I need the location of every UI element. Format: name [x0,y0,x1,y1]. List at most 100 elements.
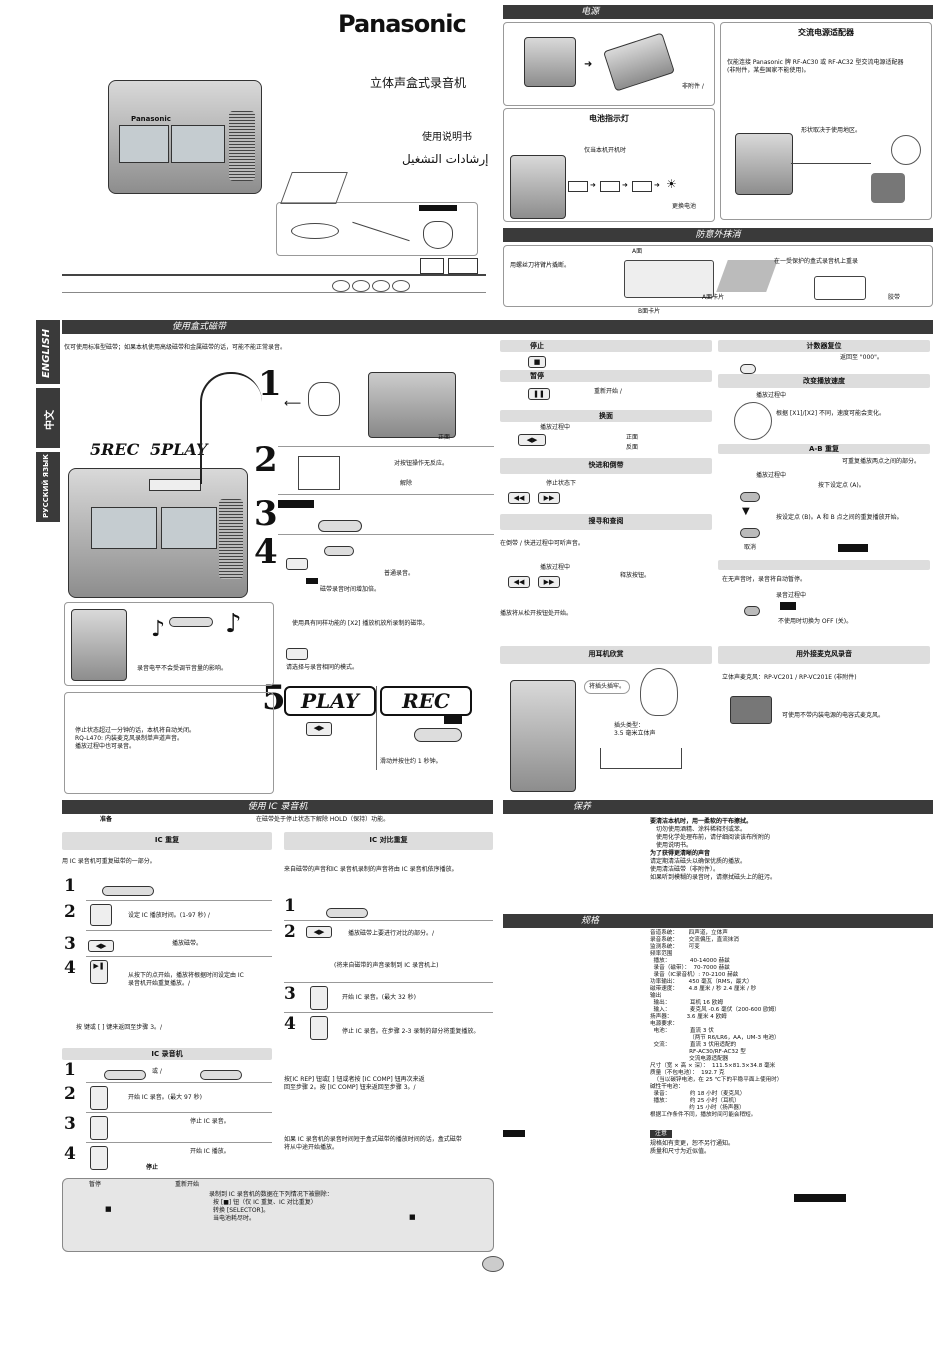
ac-adapter-box: 交流电源适配器 仅能连接 Panasonic 牌 RF-AC30 或 RF-AC… [720,22,932,220]
slide-hold: 滑动并按住约 1 秒钟。 [380,758,442,765]
front-label: 正面 [438,434,451,441]
ic-c-step-2: 2 [284,922,296,942]
lang-tab-chinese[interactable]: 中文 [36,388,60,448]
ab-cancel: 取消 [744,544,757,551]
ic-c2: 播放磁带上要进行对比的部分。/ [348,930,435,937]
cue-ff-button[interactable]: ▶▶ [538,576,560,588]
ic-repeat-button[interactable]: ▶❚ [90,960,108,984]
tape-notes-box: 停止状态超过一分钟的话，本机将自动关闭。 RQ-L470: 内装麦克风录制单声道… [64,692,274,794]
ic-c-note-2: 将从中途开始播放。 [284,1144,339,1151]
spec-line: 交流电源适配器 [650,1056,729,1062]
section-header-ic-use: 使用 IC 录音机 [62,800,493,814]
ic-or: 或 / [152,1068,162,1075]
ic-del-2: 按 [■] 钮（仅 IC 重复、IC 对比重复） [213,1199,317,1206]
spec-line: 输出 [650,993,662,999]
spec-line: 交流： 直流 3 伏用适配的 [650,1042,737,1048]
erase-protect-box: 用螺丝刀将臂片撬断。 A面 A面卡片 在一受保护的盒式录音机上重录 胶带 [503,245,933,307]
erase-right-text: 在一受保护的盒式录音机上重录 [774,258,859,265]
pause-button[interactable]: ❚❚ [528,388,550,400]
ic-r4a: 从按下的点开始，播放将根据时间设定由 IC [128,972,244,979]
stop-square-icon: ■ [105,1205,112,1213]
ic-time-button[interactable] [90,904,112,926]
ic-r-end: 按 键或 [ ] 键来返回至步骤 3。/ [76,1024,163,1031]
ic-rec-header: IC 录音机 [62,1048,272,1060]
care-8: 如果听到模糊的录音时，请擦拭磁头上的脏污。 [650,874,777,881]
start-play-text: 播放将从松开按钮处开始。 [500,610,573,617]
speed-during-play: 播放过程中 [756,392,787,399]
vas-button[interactable] [744,606,760,616]
spec-line: 尺寸（宽 × 高 × 深）： 111.5×81.3×34.8 毫米 [650,1063,776,1069]
ic-rec-selector[interactable] [104,1070,146,1080]
step-1: 1 [258,364,282,404]
ic-compare-rec[interactable] [310,986,328,1010]
ic-play-button[interactable]: ◀▶ [88,940,114,952]
ic-compare-header: IC 对比重复 [284,832,493,850]
section-header-erase-protect: 防意外抹消 [503,228,933,242]
ic-prep: 准备 [100,816,113,823]
ac-text-2: (非附件，某些国家不能使用)。 [727,67,810,74]
lang-circle [332,280,350,292]
ic-q4: 开始 IC 播放。 [190,1148,230,1155]
ab-button-2[interactable] [740,528,760,538]
ic-rec-start-button[interactable] [90,1086,108,1110]
vol-note: 录音电平不会受调节音量的影响。 [137,665,228,672]
spec-line: 输入： 麦克风 -0.6 毫伏（200-600 欧姆） [650,1007,780,1013]
ic-c-step-3: 3 [284,984,296,1004]
ic-q-step-2: 2 [64,1084,76,1104]
tape-speed-switch[interactable] [324,546,354,556]
play-button[interactable]: ◀▶ [306,722,332,736]
hold-text: 对按钮操作无反应。 [394,460,449,467]
main-device-image [68,468,248,598]
cue-header: 搜寻和查阅 [500,514,712,530]
ic-compare-play[interactable]: ◀▶ [306,926,332,938]
double-rec: 磁带录音时间增加倍。 [320,586,381,593]
label-block [278,500,314,508]
lang-tab-english[interactable]: ENGLISH [36,320,60,384]
ic-playback-button[interactable] [90,1146,108,1170]
spec-note-1: 规格如有变更，恕不另行通知。 [650,1140,735,1147]
ic-rec-selector-2[interactable] [200,1070,242,1080]
fast-forward-button[interactable]: ▶▶ [538,492,560,504]
ic-r-step-2: 2 [64,902,76,922]
ab-button[interactable] [740,492,760,502]
vas-during-rec: 录音过程中 [776,592,807,599]
step-3: 3 [254,494,278,534]
care-5: 为了获得更清晰的声音 [650,850,711,857]
reverse-header: 换面 [500,410,712,422]
ic-selector-switch[interactable] [102,886,154,896]
cue-rewind-button[interactable]: ◀◀ [508,576,530,588]
spec-line: 录音（IC录音机）: 70-2100 赫兹 [650,972,739,978]
counter-reset-button[interactable] [740,364,756,374]
lang-tab-russian[interactable]: РУССКИЙ ЯЗЫК [36,452,60,522]
ear-plug-size: 3.5 毫米立体声 [614,730,656,737]
power-battery-box: ➜ 非附件 / [503,22,715,106]
accessories-box [276,202,478,256]
rewind-button[interactable]: ◀◀ [508,492,530,504]
cassette-illustration [624,260,714,298]
product-image: Panasonic [108,80,262,194]
mode-button-play[interactable] [286,648,308,660]
stop-button[interactable]: ■ [528,356,546,368]
speed-dial[interactable] [734,402,772,440]
step-4: 4 [254,532,278,572]
ic-r-step-4: 4 [64,958,76,978]
listener-illustration [640,668,678,716]
reverse-button[interactable]: ◀▶ [518,434,546,446]
spec-line: 约 15 小时（扬声器） [650,1105,745,1111]
selector-switch[interactable] [318,520,362,532]
section-header-specs: 规格 [503,914,933,928]
music-note-icon: ♪ [225,609,242,639]
same-mode: 请选择与录音相同的模式。 [286,664,359,671]
rec-slider[interactable] [414,728,462,742]
ic-rec-stop-button[interactable] [90,1116,108,1140]
ic-c-note-1: 如果 IC 录音机的录音时间短于盒式磁带的播放时间的话，盒式磁带 [284,1136,462,1143]
not-included: 非附件 / [682,83,704,90]
earphone-device-image [510,680,576,792]
extmic-header: 用外接麦克风录音 [718,646,930,664]
spec-note-2: 质量和尺寸为近似值。 [650,1148,711,1155]
side-a-label: A面 [632,248,643,255]
mode-button[interactable] [286,558,308,570]
ic-compare-stop[interactable] [310,1016,328,1040]
section-header-power: 电源 [503,5,933,19]
ic-compare-selector[interactable] [326,908,368,918]
